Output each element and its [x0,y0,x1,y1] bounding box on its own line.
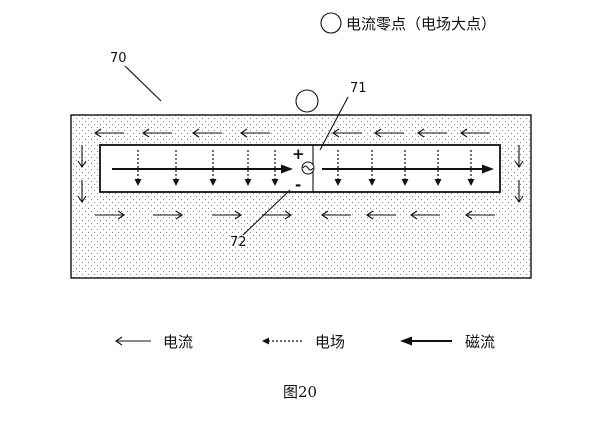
ref-label-70: 70 [110,51,127,66]
current-zero-point-circle [295,89,319,113]
legend-current-label: 电流 [163,333,193,351]
current-arrows-top [94,128,490,138]
current-arrows-sides [77,145,524,203]
ac-source-wave [302,165,314,171]
leader-line-70 [124,65,162,102]
minus-sign: - [295,176,301,194]
legend-current: 电流 [115,333,193,351]
legend-field: 电场 [262,333,345,351]
electric-field-arrows-inner [134,150,475,186]
current-zero-legend-label: 电流零点（电场大点） [346,15,496,33]
legend-magnetic: 磁流 [400,333,495,351]
legend-field-label: 电场 [315,333,345,351]
current-zero-legend-circle [320,12,342,34]
current-arrows-bottom [95,210,495,220]
leader-line-71 [319,96,349,151]
ref-label-72: 72 [230,235,247,250]
plus-sign: + [292,145,305,163]
leader-line-72 [242,189,291,236]
ref-label-71: 71 [350,81,367,96]
outer-box-70 [70,114,532,279]
magnetic-flow-arrows [112,164,494,174]
legend-magnetic-label: 磁流 [465,333,495,351]
figure-caption: 图20 [283,383,317,401]
